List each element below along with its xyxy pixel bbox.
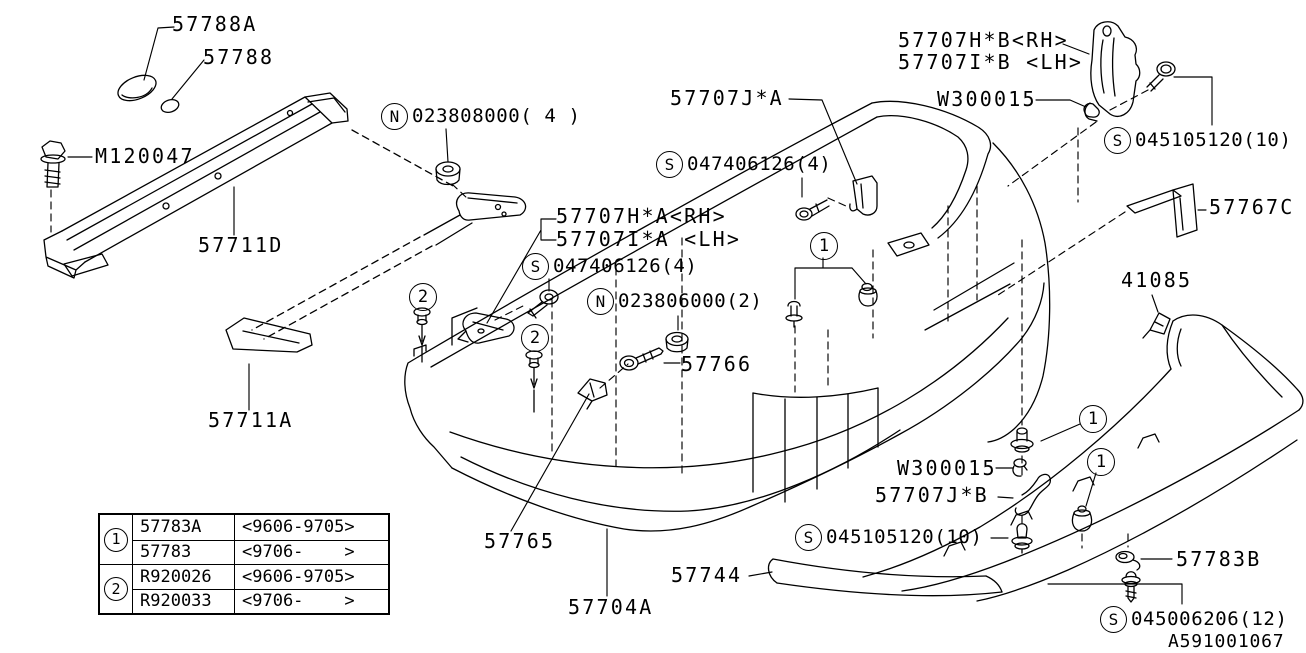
- circled-S-icon: S: [1104, 127, 1131, 154]
- fasteners-and-clips-drawing: [40, 21, 1176, 603]
- part-label-57707JB: 57707J*B: [875, 483, 989, 507]
- corner-garnish-and-skirt-drawing: [767, 314, 1304, 602]
- circled-2-icon: 2: [104, 577, 128, 601]
- callout-2: 2: [409, 283, 437, 311]
- part-label-57711D: 57711D: [198, 233, 284, 257]
- part-label-W300015-bottom: W300015: [897, 456, 997, 480]
- part-label-57765: 57765: [484, 529, 556, 553]
- part-label-57704A: 57704A: [568, 595, 654, 619]
- legend-date-range: <9606-9705>: [242, 517, 355, 538]
- part-label-S047406126-mid: S 047406126(4): [522, 253, 697, 280]
- part-number-text: 045105120(10): [826, 526, 983, 548]
- part-label-57707HB: 57707H*B<RH>: [898, 28, 1069, 52]
- part-label-41085: 41085: [1121, 268, 1193, 292]
- part-label-57711A: 57711A: [208, 408, 294, 432]
- bracket-57767C-drawing: [1126, 183, 1198, 238]
- part-label-M120047: M120047: [95, 144, 195, 168]
- legend-part-number: 57783A: [133, 515, 235, 540]
- part-label-57766: 57766: [681, 352, 753, 376]
- part-number-text: 023808000( 4 ): [412, 105, 581, 127]
- circled-S-icon: S: [522, 253, 549, 280]
- part-label-57788: 57788: [203, 45, 275, 69]
- part-number-text: 045006206(12): [1131, 608, 1288, 630]
- circled-N-icon: N: [381, 103, 408, 130]
- circled-N-icon: N: [587, 288, 614, 315]
- part-number-text: 023806000(2): [618, 290, 763, 312]
- part-label-57783B: 57783B: [1176, 547, 1262, 571]
- circled-1-icon: 1: [104, 527, 128, 552]
- part-label-W300015-top: W300015: [937, 87, 1037, 111]
- callout-1: 1: [810, 232, 838, 260]
- legend-part-number: 57783: [133, 539, 235, 564]
- legend-part-number: R920033: [133, 588, 235, 613]
- part-label-57707JA: 57707J*A: [670, 86, 784, 110]
- legend-date-range: <9706- >: [235, 539, 388, 565]
- legend-date-range: <9706- >: [235, 588, 388, 614]
- part-label-S045006206: S 045006206(12): [1100, 606, 1288, 633]
- callout-1: 1: [1087, 448, 1115, 476]
- beam-57711D-drawing: [43, 92, 349, 279]
- bumper-face-57704A-drawing: [404, 100, 1051, 532]
- part-number-text: 047406126(4): [553, 255, 698, 277]
- callout-1: 1: [1079, 405, 1107, 433]
- legend-group-1-number: 1: [100, 515, 133, 564]
- part-label-57767C: 57767C: [1209, 195, 1295, 219]
- part-label-57744: 57744: [671, 563, 743, 587]
- part-number-text: 047406126(4): [687, 153, 832, 175]
- dashed-assembly-guides: [50, 89, 1149, 549]
- part-label-57707IB: 57707I*B <LH>: [898, 50, 1084, 74]
- legend-group-2-number: 2: [100, 564, 133, 613]
- beam-57711A-drawing: [225, 129, 527, 353]
- legend-table: 1 57783A <9606-9705> 57783 <9706- > 2 R9…: [98, 513, 390, 615]
- part-label-N023808000: N 023808000( 4 ): [381, 103, 581, 130]
- part-label-S045105120-bottom: S 045105120(10): [795, 524, 983, 551]
- legend-part-number: R920026: [133, 564, 235, 589]
- drawing-code: A591001067: [1168, 631, 1285, 652]
- part-label-57707HA: 57707H*A<RH>: [556, 204, 727, 228]
- legend-date-range: <9606-9705>: [235, 564, 388, 589]
- part-number-text: 045105120(10): [1135, 129, 1292, 151]
- part-label-N023806000: N 023806000(2): [587, 288, 762, 315]
- part-label-57707IA: 57707I*A <LH>: [556, 227, 742, 251]
- circled-S-icon: S: [795, 524, 822, 551]
- part-label-S047406126-top: S 047406126(4): [656, 151, 831, 178]
- circled-S-icon: S: [656, 151, 683, 178]
- leader-lines: [67, 26, 1213, 605]
- part-label-S045105120-top: S 045105120(10): [1104, 127, 1292, 154]
- part-label-57788A: 57788A: [172, 12, 258, 36]
- callout-2: 2: [521, 324, 549, 352]
- circled-S-icon: S: [1100, 606, 1127, 633]
